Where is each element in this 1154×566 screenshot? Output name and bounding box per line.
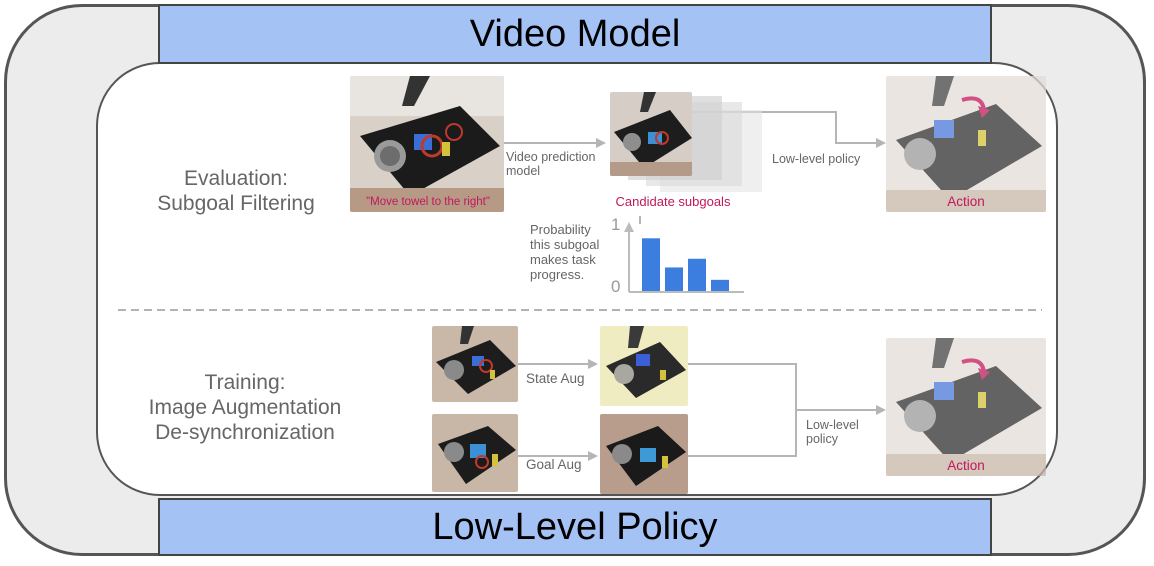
training-policy-label: Low-level policy [806, 418, 886, 446]
training-policy-label-line1: Low-level [806, 418, 859, 432]
chart-ylabel-line2: this subgoal [530, 237, 600, 252]
kitchen-scene-icon [432, 414, 518, 492]
chart-ylabel: Probability this subgoal makes task prog… [530, 222, 626, 282]
evaluation-title-line2: Subgoal Filtering [157, 192, 315, 215]
probability-bar-3 [688, 258, 706, 291]
probability-bar-2 [665, 267, 683, 291]
video-prediction-label-line2: model [506, 164, 541, 178]
training-policy-label-line2: policy [806, 432, 838, 446]
evaluation-title-line1: Evaluation: [184, 167, 288, 190]
kitchen-scene-icon [600, 326, 688, 406]
low-level-policy-banner: Low-Level Policy [158, 498, 992, 556]
chart-ylabel-line1: Probability [530, 222, 591, 237]
kitchen-scene-icon [886, 76, 1046, 212]
arrow-subgoals-to-policy [690, 111, 886, 148]
video-prediction-label-line1: Video prediction [506, 150, 596, 164]
training-goal-image [432, 414, 518, 492]
action-image-evaluation [886, 76, 1046, 212]
augmented-goal-image [600, 414, 688, 494]
training-title-line3: De-synchronization [155, 421, 335, 444]
candidate-subgoal-image [610, 92, 692, 176]
action-image-training [886, 338, 1046, 476]
observation-image [350, 76, 504, 212]
probability-bar-1 [642, 238, 660, 291]
state-aug-label: State Aug [526, 371, 585, 386]
training-title-line2: Image Augmentation [148, 396, 342, 419]
video-prediction-model-label: Video prediction model [506, 150, 606, 178]
chart-tick-top: 1 [611, 215, 621, 234]
chart-tick-bottom: 0 [611, 277, 621, 296]
kitchen-scene-icon [600, 414, 688, 494]
kitchen-scene-icon [610, 92, 692, 176]
evaluation-title: Evaluation: Subgoal Filtering [120, 166, 352, 216]
instruction-caption: "Move towel to the right" [366, 196, 490, 208]
candidate-subgoals-label: Candidate subgoals [615, 194, 731, 209]
training-title-line1: Training: [204, 371, 286, 394]
training-title: Training: Image Augmentation De-synchron… [100, 370, 390, 445]
augmented-state-image [600, 326, 688, 406]
chart-y-arrowhead [624, 222, 634, 232]
video-model-banner: Video Model [158, 4, 992, 64]
kitchen-scene-icon [432, 326, 518, 402]
action-label-training: Action [947, 458, 985, 473]
action-label-evaluation: Action [947, 194, 985, 209]
chart-ylabel-line4: progress. [530, 267, 585, 282]
low-level-policy-label: Low-level policy [772, 152, 861, 166]
goal-aug-label: Goal Aug [526, 457, 582, 472]
probability-bar-4 [711, 279, 729, 291]
chart-ylabel-line3: makes task [530, 252, 596, 267]
kitchen-scene-icon [350, 76, 504, 212]
training-state-image [432, 326, 518, 402]
kitchen-scene-icon [886, 338, 1046, 476]
